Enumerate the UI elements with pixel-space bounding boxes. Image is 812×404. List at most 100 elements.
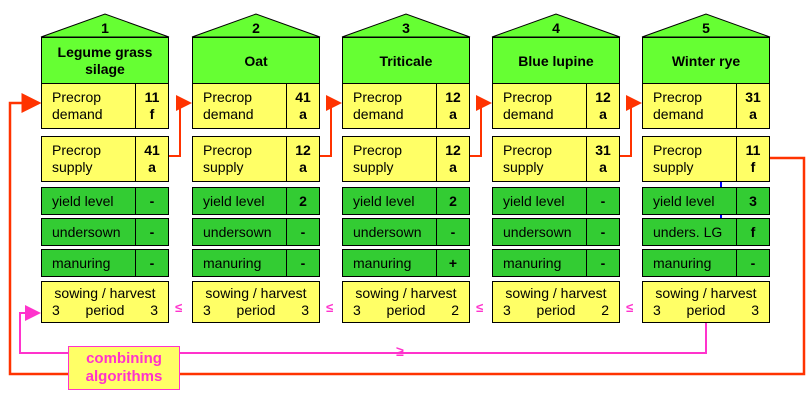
- manuring-label: manuring: [643, 250, 737, 276]
- sowing-harvest-label: sowing / harvest: [205, 285, 307, 301]
- manuring-row: manuring +: [342, 249, 470, 277]
- column-number: 3: [402, 20, 410, 36]
- manuring-row: manuring -: [192, 249, 320, 277]
- undersown-value: -: [149, 223, 155, 240]
- precrop-supply-label: Precrop supply: [42, 137, 136, 181]
- manuring-row: manuring -: [492, 249, 620, 277]
- undersown-label: undersown: [493, 219, 587, 245]
- return-loop-arrow: [8, 93, 806, 376]
- manuring-label: manuring: [343, 250, 437, 276]
- comparator-1-2: ≤: [175, 300, 183, 315]
- undersown-label: unders. LG: [643, 219, 737, 245]
- sowing-harvest-box: sowing / harvest 3 period 3: [192, 281, 320, 323]
- combining-loop-arrow: [19, 305, 707, 354]
- flow-arrow-2-3: [320, 95, 342, 157]
- sowing-period-left: 3: [503, 302, 511, 318]
- yield-level-value: -: [600, 192, 606, 209]
- undersown-value: f: [750, 223, 756, 240]
- sowing-period-left: 3: [52, 302, 60, 318]
- column-number: 1: [101, 20, 109, 36]
- manuring-label: manuring: [42, 250, 136, 276]
- manuring-label: manuring: [193, 250, 287, 276]
- undersown-row: undersown -: [192, 218, 320, 246]
- period-label: period: [386, 302, 426, 318]
- column-number: 4: [552, 20, 560, 36]
- sowing-period-right: 3: [150, 302, 158, 318]
- precrop-supply-label: Precrop supply: [643, 137, 737, 181]
- precrop-demand-label: Precrop demand: [42, 84, 136, 128]
- comparator-4-5: ≤: [626, 300, 634, 315]
- flow-arrow-3-4: [470, 95, 492, 157]
- manuring-value: +: [448, 254, 458, 271]
- manuring-value: -: [149, 254, 155, 271]
- yield-level-label: yield level: [343, 188, 437, 214]
- sowing-period-left: 3: [653, 302, 661, 318]
- crop-name: Legume grass silage: [41, 37, 169, 85]
- crop-name: Winter rye: [642, 37, 770, 85]
- sowing-period-left: 3: [203, 302, 211, 318]
- undersown-value: -: [300, 223, 306, 240]
- sowing-period-right: 3: [751, 302, 759, 318]
- sowing-period-left: 3: [353, 302, 361, 318]
- manuring-row: manuring -: [41, 249, 169, 277]
- crop-name: Triticale: [342, 37, 470, 85]
- combining-label: combining algorithms: [85, 350, 163, 385]
- yield-level-label: yield level: [493, 188, 587, 214]
- yield-level-label: yield level: [193, 188, 287, 214]
- undersown-label: undersown: [42, 219, 136, 245]
- undersown-label: undersown: [193, 219, 287, 245]
- precrop-demand-label: Precrop demand: [643, 84, 737, 128]
- sowing-harvest-box: sowing / harvest 3 period 2: [492, 281, 620, 323]
- yield-level-row: yield level 2: [192, 187, 320, 215]
- precrop-supply-label: Precrop supply: [193, 137, 287, 181]
- crop-name: Blue lupine: [492, 37, 620, 85]
- sowing-harvest-label: sowing / harvest: [54, 285, 156, 301]
- yield-level-row: yield level -: [492, 187, 620, 215]
- period-label: period: [686, 302, 726, 318]
- yield-level-value: 2: [449, 192, 457, 209]
- undersown-row: unders. LG f: [642, 218, 770, 246]
- flow-arrow-4-5: [620, 95, 642, 157]
- sowing-harvest-label: sowing / harvest: [655, 285, 757, 301]
- manuring-label: manuring: [493, 250, 587, 276]
- column-number: 2: [252, 20, 260, 36]
- yield-level-row: yield level 3: [642, 187, 770, 215]
- undersown-value: -: [600, 223, 606, 240]
- sowing-harvest-label: sowing / harvest: [505, 285, 607, 301]
- manuring-value: -: [300, 254, 306, 271]
- sowing-harvest-box: sowing / harvest 3 period 3: [41, 281, 169, 323]
- bottom-comparator: ≥: [396, 343, 404, 359]
- precrop-demand-label: Precrop demand: [193, 84, 287, 128]
- yield-level-label: yield level: [42, 188, 136, 214]
- yield-level-label: yield level: [643, 188, 737, 214]
- combining-algorithms-box: combining algorithms: [68, 346, 180, 390]
- comparator-2-3: ≤: [326, 300, 334, 315]
- sowing-harvest-box: sowing / harvest 3 period 2: [342, 281, 470, 323]
- precrop-supply-label: Precrop supply: [343, 137, 437, 181]
- period-label: period: [85, 302, 125, 318]
- yield-level-row: yield level -: [41, 187, 169, 215]
- flow-arrow-1-2: [169, 95, 192, 157]
- sowing-harvest-box: sowing / harvest 3 period 3: [642, 281, 770, 323]
- precrop-demand-label: Precrop demand: [493, 84, 587, 128]
